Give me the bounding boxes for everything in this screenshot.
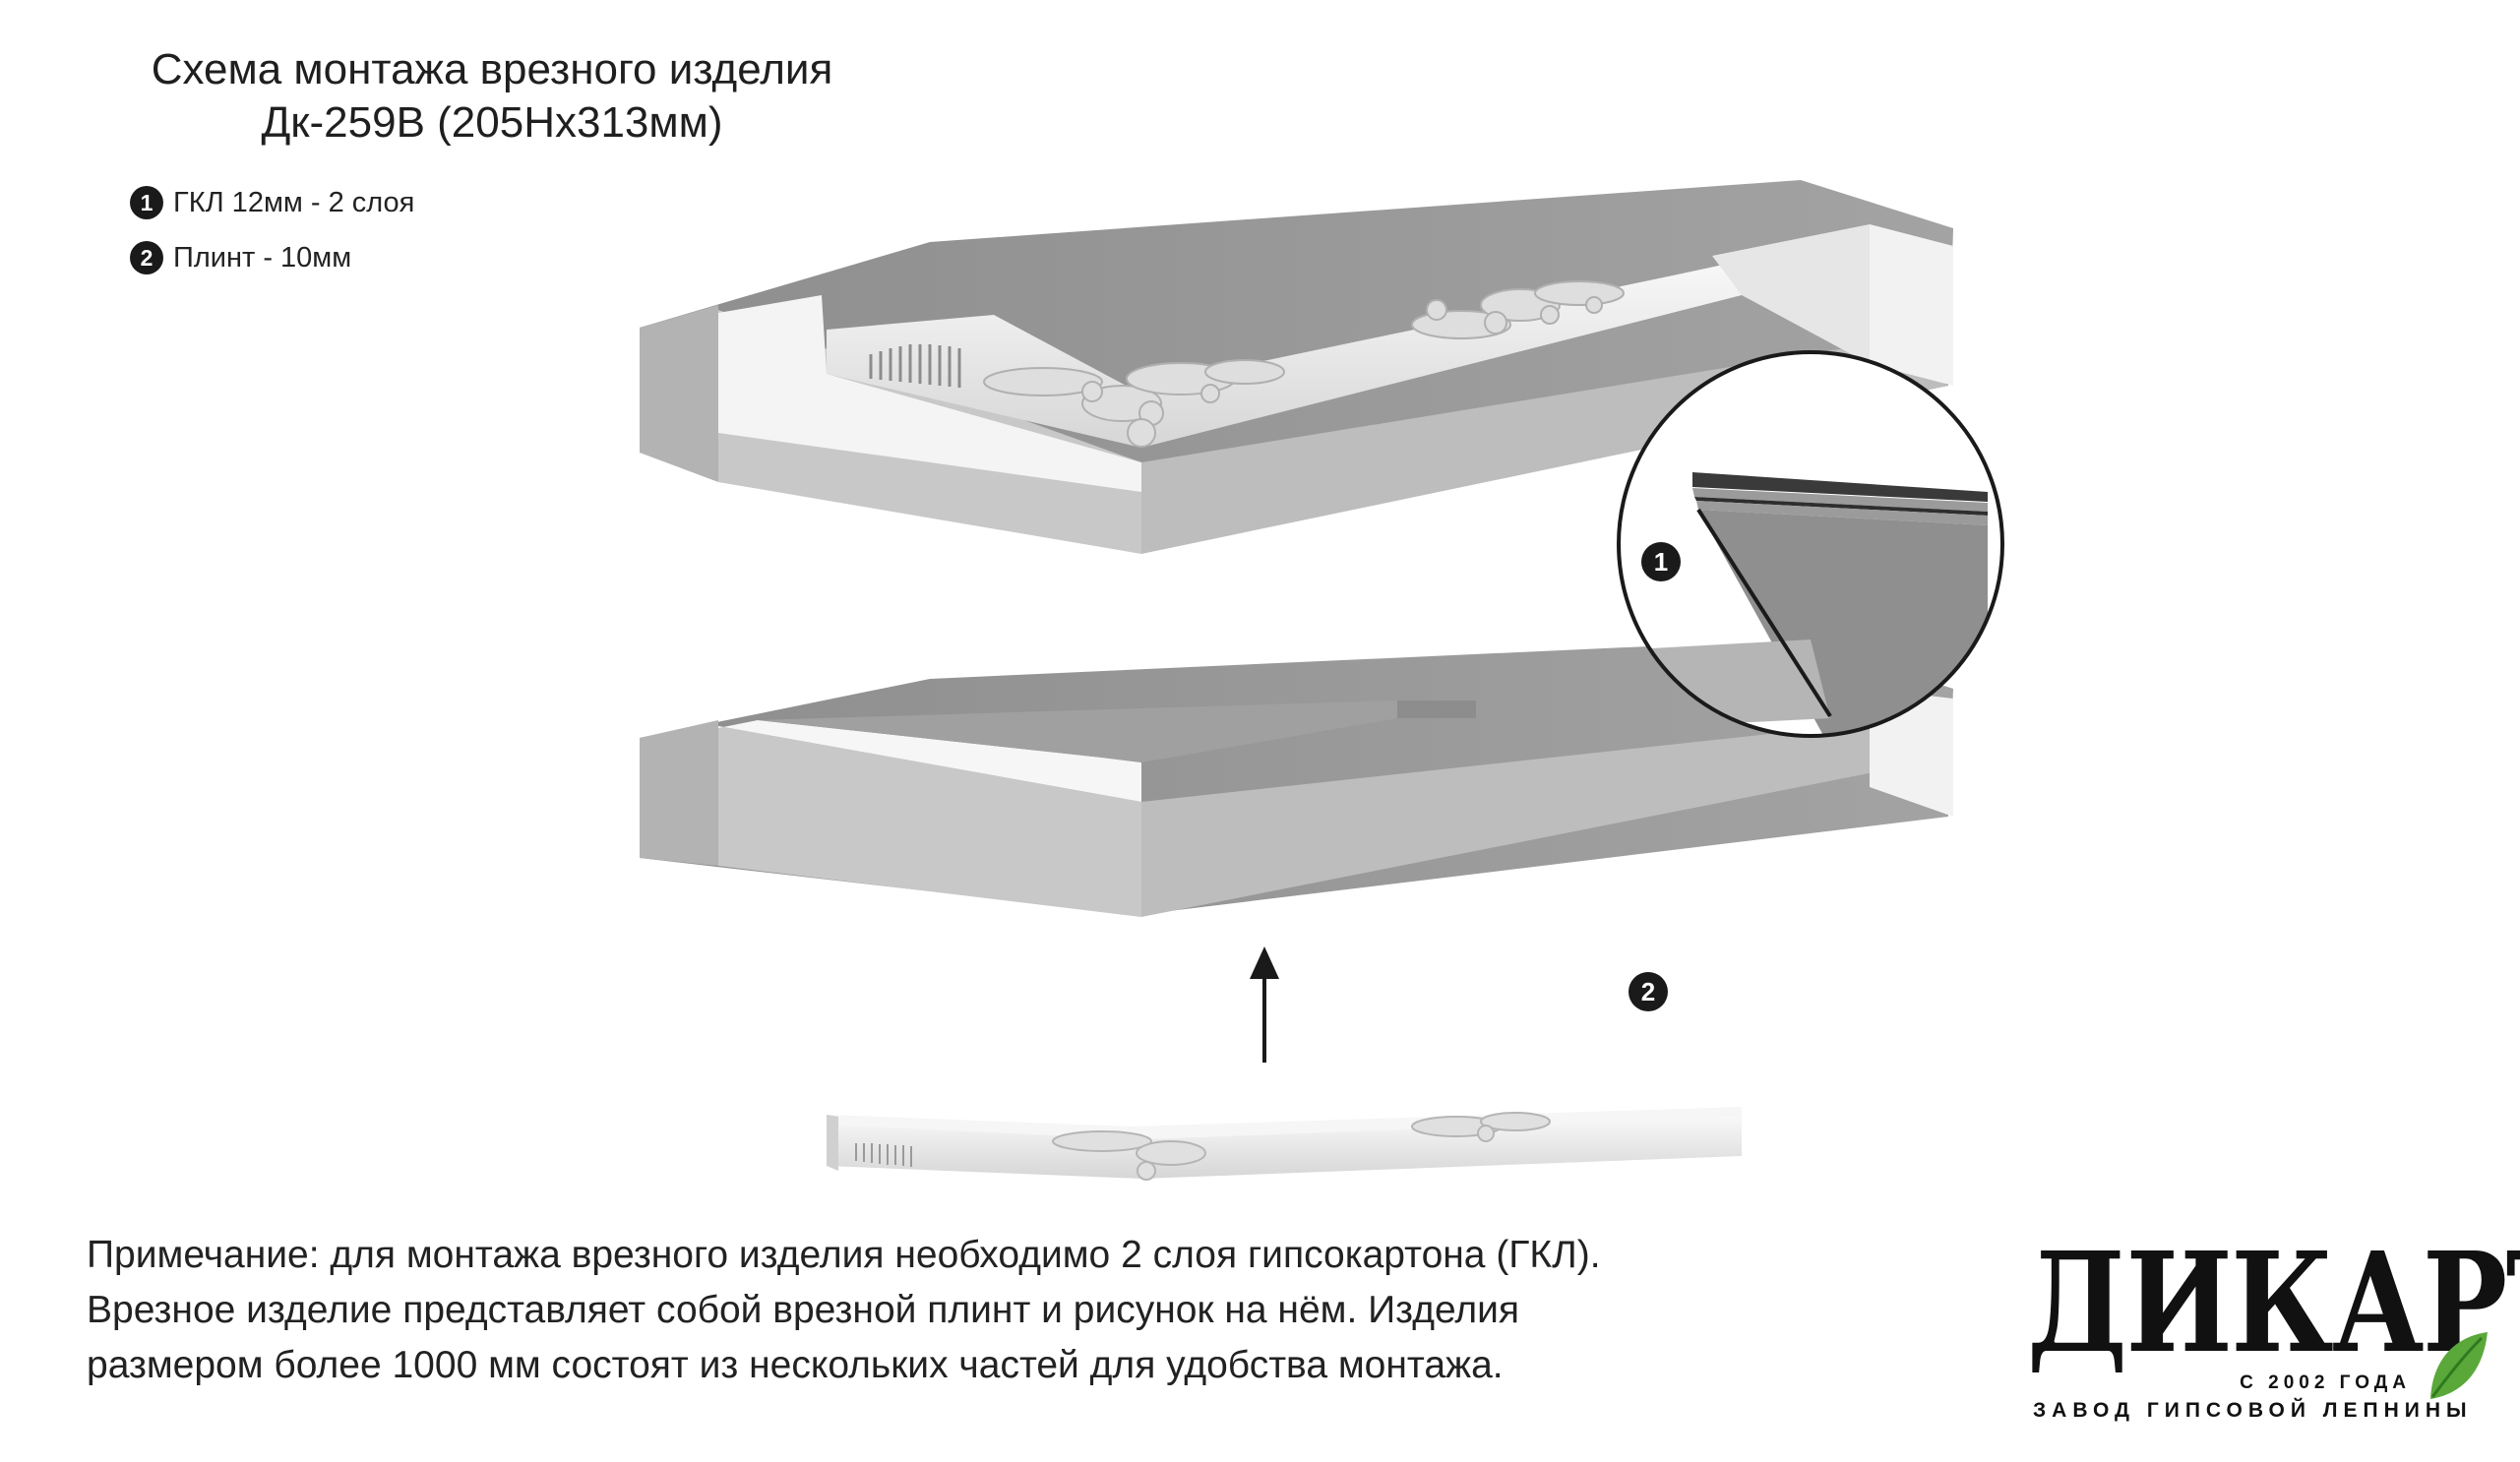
- title-line-1: Схема монтажа врезного изделия: [151, 45, 833, 93]
- detail-magnifier: [1617, 350, 2004, 738]
- lower-recess: [758, 701, 1397, 762]
- upper-plinth: [827, 261, 1742, 448]
- legend-item-2: 2 Плинт - 10мм: [130, 240, 414, 275]
- detail-gkl-layer-top: [1692, 472, 1988, 502]
- lower-drywall-slab: [640, 640, 1953, 917]
- note-line-3: размером более 1000 мм состоят из нескол…: [87, 1344, 1504, 1386]
- detail-gkl-layer-2: [1696, 501, 1988, 525]
- upper-ornament-left: [983, 359, 1285, 448]
- lower-slab-left-side: [640, 720, 718, 866]
- upper-ornament-right: [1411, 280, 1625, 339]
- logo-wordmark: ДИКАРТ: [2027, 1223, 2520, 1384]
- plinth-ornament: [1052, 1112, 1551, 1181]
- note-line-1: Примечание: для монтажа врезного изделия…: [87, 1234, 1601, 1276]
- plinth-front: [827, 1117, 1742, 1179]
- detail-gkl-layer-gap: [1694, 497, 1988, 516]
- plinth-left-end: [827, 1115, 838, 1171]
- detail-magnifier-ring: [1617, 350, 2004, 738]
- detail-cut-face: [1698, 510, 1988, 736]
- legend-badge-1: 1: [130, 186, 163, 219]
- legend-badge-2: 2: [130, 241, 163, 274]
- diagram-title: Схема монтажа врезного изделия Дк-259В (…: [0, 43, 984, 150]
- title-line-2: Дк-259В (205Нх313мм): [261, 98, 723, 147]
- upper-slab-end-face: [1870, 224, 1953, 386]
- detail-gkl-layer-1: [1692, 488, 1988, 512]
- upper-cut-groove: [718, 295, 1141, 492]
- legend-text-2: Плинт - 10мм: [173, 241, 352, 274]
- plinth-molding: [827, 1107, 1742, 1181]
- lower-recess-step: [1397, 701, 1476, 718]
- upper-vent-grille: [869, 344, 961, 388]
- legend-item-1: 1 ГКЛ 12мм - 2 слоя: [130, 185, 414, 220]
- lower-slab-end-face: [1870, 689, 1953, 817]
- callout-marker-1: 1: [1641, 542, 1681, 581]
- dikart-logo: ДИКАРТ С 2002 ГОДА ЗАВОД ГИПСОВОЙ ЛЕПНИН…: [2027, 1230, 2520, 1427]
- logo-since: С 2002 ГОДА: [2240, 1372, 2411, 1393]
- legend: 1 ГКЛ 12мм - 2 слоя 2 Плинт - 10мм: [130, 185, 414, 295]
- lower-slab-front-face: [718, 726, 1141, 917]
- lower-slab-right-face: [1141, 723, 1948, 917]
- mount-arrow: [1250, 946, 1279, 1063]
- callout-marker-2: 2: [1629, 972, 1668, 1011]
- logo-subtitle: ЗАВОД ГИПСОВОЙ ЛЕПНИНЫ: [2033, 1399, 2473, 1422]
- legend-text-1: ГКЛ 12мм - 2 слоя: [173, 186, 415, 218]
- lower-cut-groove: [718, 720, 1141, 802]
- upper-plinth-end: [1712, 224, 1870, 364]
- upper-slab-left-side: [640, 305, 718, 482]
- leaf-icon: [2430, 1332, 2488, 1399]
- installation-note: Примечание: для монтажа врезного изделия…: [87, 1228, 1956, 1393]
- plinth-vent-grille: [855, 1143, 912, 1167]
- note-line-2: Врезное изделие представляет собой врезн…: [87, 1289, 1520, 1331]
